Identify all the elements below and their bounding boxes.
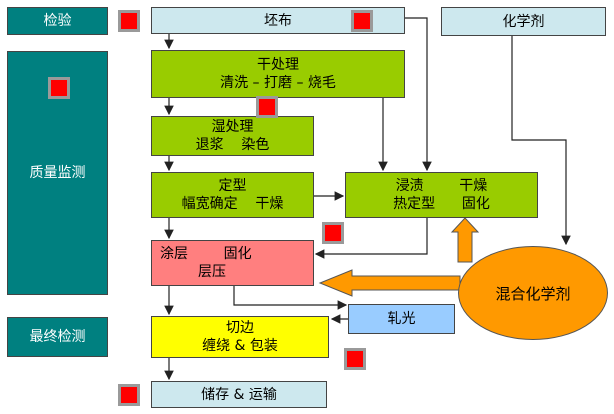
checkpoint-marker-quality-monitoring (48, 77, 70, 99)
dry-processing-title: 干处理 (257, 57, 299, 73)
coating-box: 涂层 固化 层压 (151, 240, 314, 286)
final-inspection-label: 最终检测 (29, 329, 86, 345)
arrow-mixing-impregnation (450, 217, 480, 263)
dry-processing-box: 干处理 清洗 – 打磨 – 烧毛 (151, 50, 405, 98)
checkpoint-marker-cutting (344, 348, 366, 370)
arrow-coating-calendering (233, 286, 348, 310)
arrow-impregnation-coating (314, 218, 428, 259)
impregnation-line2: 热定型 固化 (393, 196, 490, 212)
chemicals-label: 化学剂 (502, 13, 545, 30)
checkpoint-marker-greige (351, 10, 373, 32)
cutting-box: 切边 缠绕 & 包装 (151, 316, 329, 358)
wet-processing-box: 湿处理 退浆 染色 (151, 116, 314, 156)
checkpoint-marker-dry (256, 96, 278, 118)
wet-processing-steps: 退浆 染色 (195, 137, 270, 153)
impregnation-line1: 浸渍 干燥 (395, 178, 488, 194)
cutting-steps: 缠绕 & 包装 (202, 338, 278, 354)
heat-setting-title: 定型 (218, 178, 247, 194)
storage-box: 储存 & 运输 (151, 381, 327, 408)
calendering-label: 轧光 (387, 311, 416, 327)
checkpoint-marker-storage (118, 384, 140, 406)
storage-label: 储存 & 运输 (201, 386, 277, 403)
calendering-box: 轧光 (348, 304, 455, 334)
quality-monitoring-label: 质量监测 (29, 165, 86, 181)
cutting-title: 切边 (226, 320, 254, 336)
impregnation-box: 浸渍 干燥 热定型 固化 (345, 172, 538, 218)
chemicals-box: 化学剂 (441, 7, 606, 36)
coating-line1: 涂层 固化 (160, 246, 252, 262)
arrow-chemicals-mixing (511, 36, 571, 246)
mixing-chemicals-ellipse: 混合化学剂 (458, 246, 608, 340)
inspection-label: 检验 (43, 13, 72, 29)
final-inspection-box: 最终检测 (7, 317, 108, 357)
inspection-box: 检验 (7, 7, 108, 35)
heat-setting-steps: 幅宽确定 干燥 (181, 196, 284, 212)
heat-setting-box: 定型 幅宽确定 干燥 (151, 172, 314, 218)
mixing-chemicals-label: 混合化学剂 (495, 284, 571, 303)
checkpoint-marker-inspection (118, 10, 140, 32)
checkpoint-marker-impregnation (322, 222, 344, 244)
coating-line2: 层压 (198, 264, 226, 280)
dry-processing-steps: 清洗 – 打磨 – 烧毛 (220, 75, 336, 91)
wet-processing-title: 湿处理 (211, 119, 254, 135)
arrow-greige-impregnation (405, 17, 432, 172)
arrow-mixing-coating (318, 269, 461, 297)
greige-label: 坯布 (264, 12, 292, 29)
